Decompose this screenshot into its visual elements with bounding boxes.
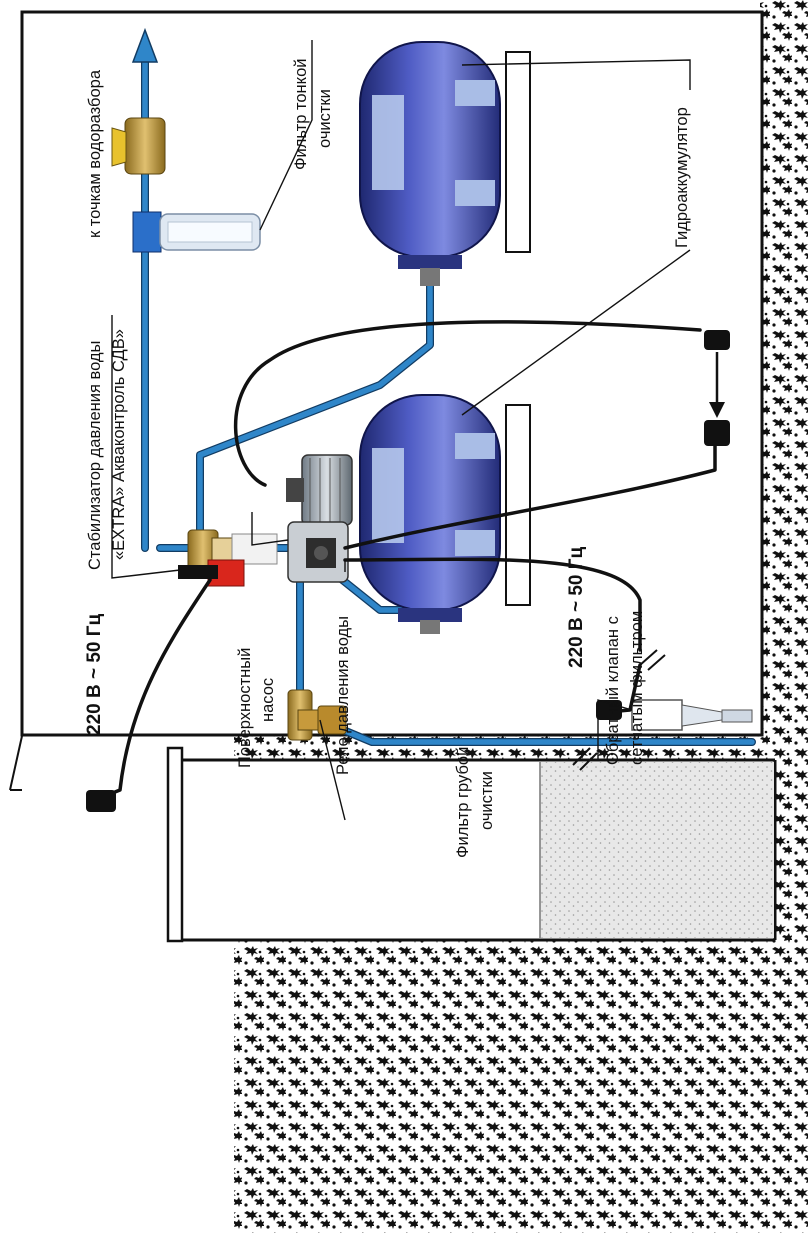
label-pressure-relay: Реле давления воды — [334, 616, 352, 775]
label-coarse-filter-2: очистки — [478, 771, 496, 830]
label-accumulator: Гидроаккумулятор — [673, 107, 691, 248]
label-coarse-filter-1: Фильтр грубой — [454, 747, 472, 858]
label-check-valve-2: сетчатым фильтром — [628, 611, 646, 765]
roof-edge — [10, 736, 22, 790]
well-cap — [168, 748, 182, 941]
label-fine-filter-2: очистки — [316, 89, 334, 148]
label-check-valve-1: Обратный клапан с — [604, 616, 622, 765]
label-power-left: 220 В ~ 50 Гц — [84, 613, 105, 735]
well-water — [540, 762, 774, 938]
fine-filter — [133, 212, 260, 252]
label-power-right: 220 В ~ 50 Гц — [566, 546, 587, 668]
label-points-of-use: к точкам водоразбора — [86, 69, 104, 238]
label-fine-filter-1: Фильтр тонкой — [292, 59, 310, 170]
label-pump-2: насос — [259, 678, 277, 722]
label-pump-1: Поверхностный — [236, 648, 254, 768]
label-stabilizer-1: Стабилизатор давления воды — [86, 341, 104, 570]
label-stabilizer-2: «EXTRA» Акваконтроль СДВ» — [110, 329, 128, 560]
